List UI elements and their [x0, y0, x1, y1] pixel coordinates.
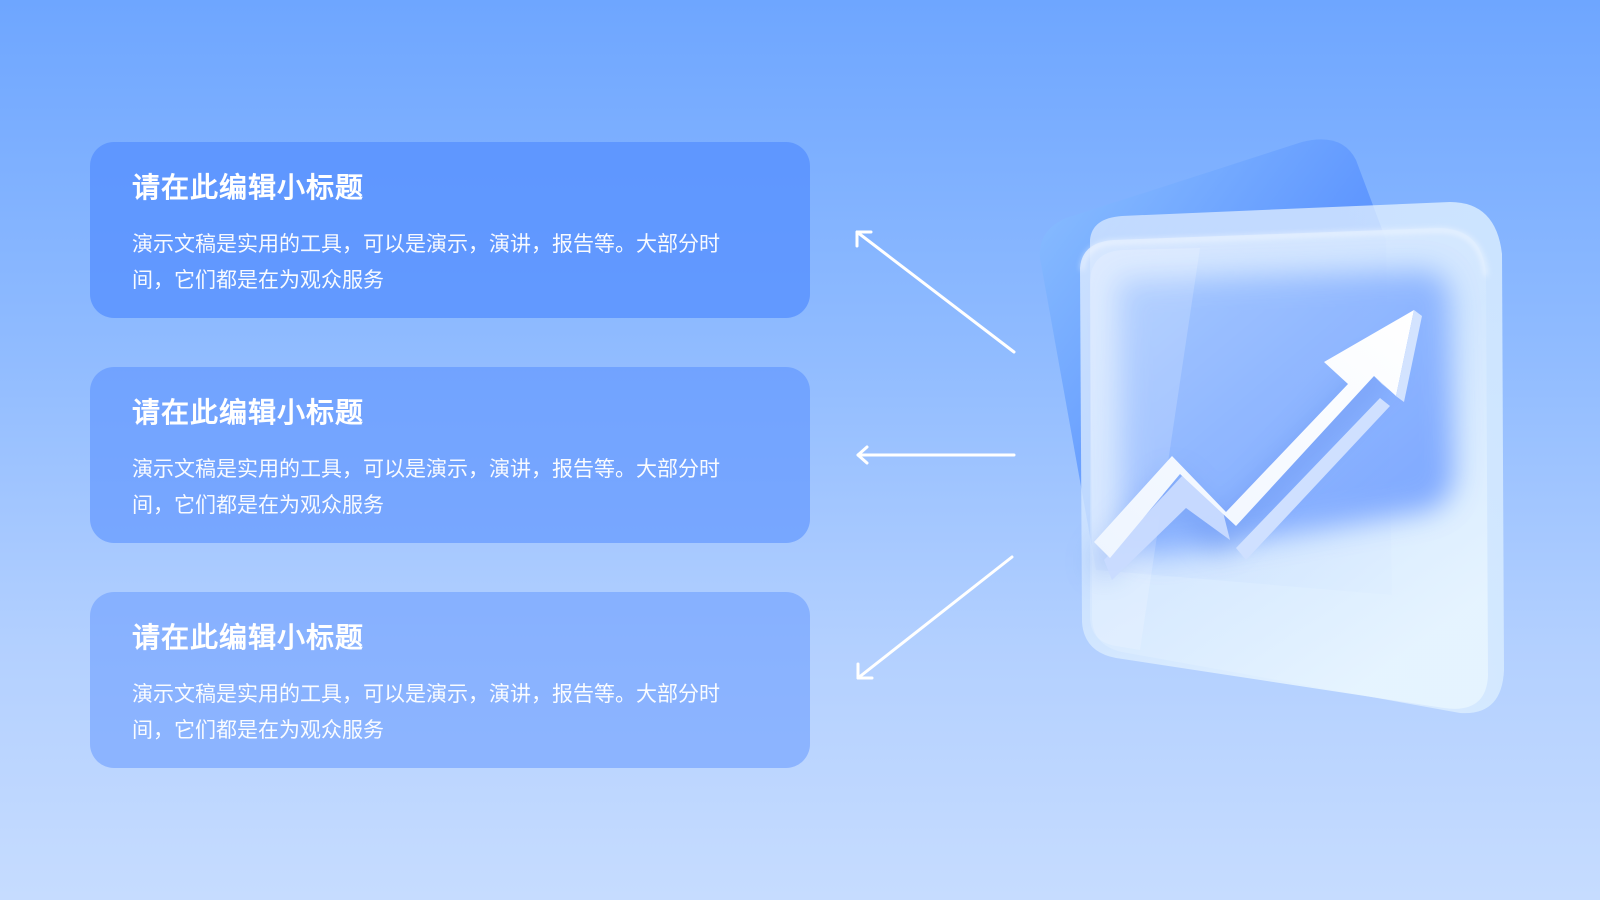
content-card-1[interactable]: 请在此编辑小标题 演示文稿是实用的工具，可以是演示，演讲，报告等。大部分时间，它… [90, 142, 810, 318]
card-subtitle[interactable]: 请在此编辑小标题 [132, 396, 365, 429]
arrow-icon [855, 230, 1016, 354]
arrow-icon [856, 555, 1014, 680]
card-description[interactable]: 演示文稿是实用的工具，可以是演示，演讲，报告等。大部分时间，它们都是在为观众服务 [132, 457, 720, 517]
card-description[interactable]: 演示文稿是实用的工具，可以是演示，演讲，报告等。大部分时间，它们都是在为观众服务 [132, 232, 720, 292]
arrow-icon [856, 445, 1016, 465]
content-card-2[interactable]: 请在此编辑小标题 演示文稿是实用的工具，可以是演示，演讲，报告等。大部分时间，它… [90, 367, 810, 543]
card-subtitle[interactable]: 请在此编辑小标题 [132, 621, 365, 654]
card-description[interactable]: 演示文稿是实用的工具，可以是演示，演讲，报告等。大部分时间，它们都是在为观众服务 [132, 682, 720, 742]
card-subtitle[interactable]: 请在此编辑小标题 [132, 171, 365, 204]
content-card-3[interactable]: 请在此编辑小标题 演示文稿是实用的工具，可以是演示，演讲，报告等。大部分时间，它… [90, 592, 810, 768]
growth-trend-arrow-icon [1039, 139, 1504, 714]
